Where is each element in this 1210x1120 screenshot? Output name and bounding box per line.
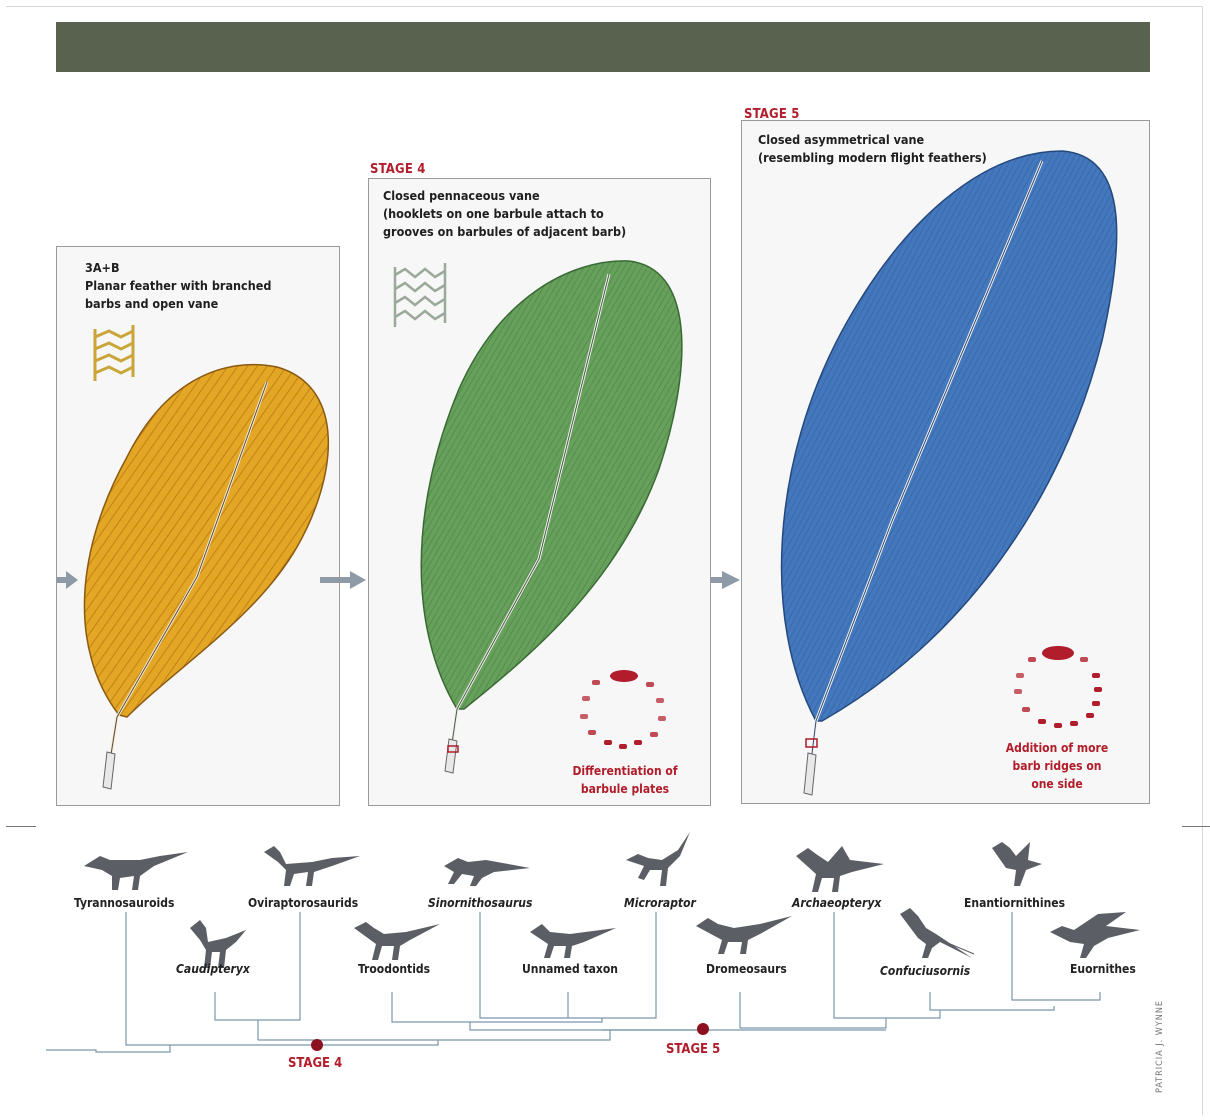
euornithes-silhouette — [1046, 910, 1142, 960]
taxon-label-dromeosaurs: Dromeosaurs — [706, 962, 787, 976]
taxon-label-archaeopteryx: Archaeopteryx — [792, 896, 881, 910]
sinornithosaurus-silhouette — [442, 848, 532, 888]
taxon-label-unnamed-taxon: Unnamed taxon — [522, 962, 618, 976]
tyrannosauroid-silhouette — [80, 846, 190, 894]
illustrator-credit: PATRICIA J. WYNNE — [1155, 1000, 1165, 1093]
taxon-label-caudipteryx: Caudipteryx — [176, 962, 250, 976]
taxon-label-confuciusornis: Confuciusornis — [880, 964, 970, 978]
dromeosaur-silhouette — [694, 912, 794, 956]
taxon-label-euornithes: Euornithes — [1070, 962, 1136, 976]
confuciusornis-silhouette — [896, 904, 976, 962]
node-label-stage-4: STAGE 4 — [288, 1056, 342, 1071]
taxon-label-microraptor: Microraptor — [624, 896, 696, 910]
node-label-stage-5: STAGE 5 — [666, 1042, 720, 1057]
taxon-label-oviraptorosaurids: Oviraptorosaurids — [248, 896, 358, 910]
troodontid-silhouette — [352, 918, 442, 962]
taxon-label-tyrannosauroids: Tyrannosauroids — [74, 896, 174, 910]
enantiornithine-silhouette — [986, 838, 1046, 890]
taxon-label-enantiornithines: Enantiornithines — [964, 896, 1065, 910]
oviraptorosaurid-silhouette — [262, 842, 362, 888]
microraptor-silhouette — [622, 830, 692, 894]
taxon-label-sinornithosaurus: Sinornithosaurus — [428, 896, 532, 910]
unnamed-taxon-silhouette — [528, 920, 618, 960]
archaeopteryx-silhouette — [792, 842, 888, 896]
taxon-label-troodontids: Troodontids — [358, 962, 430, 976]
